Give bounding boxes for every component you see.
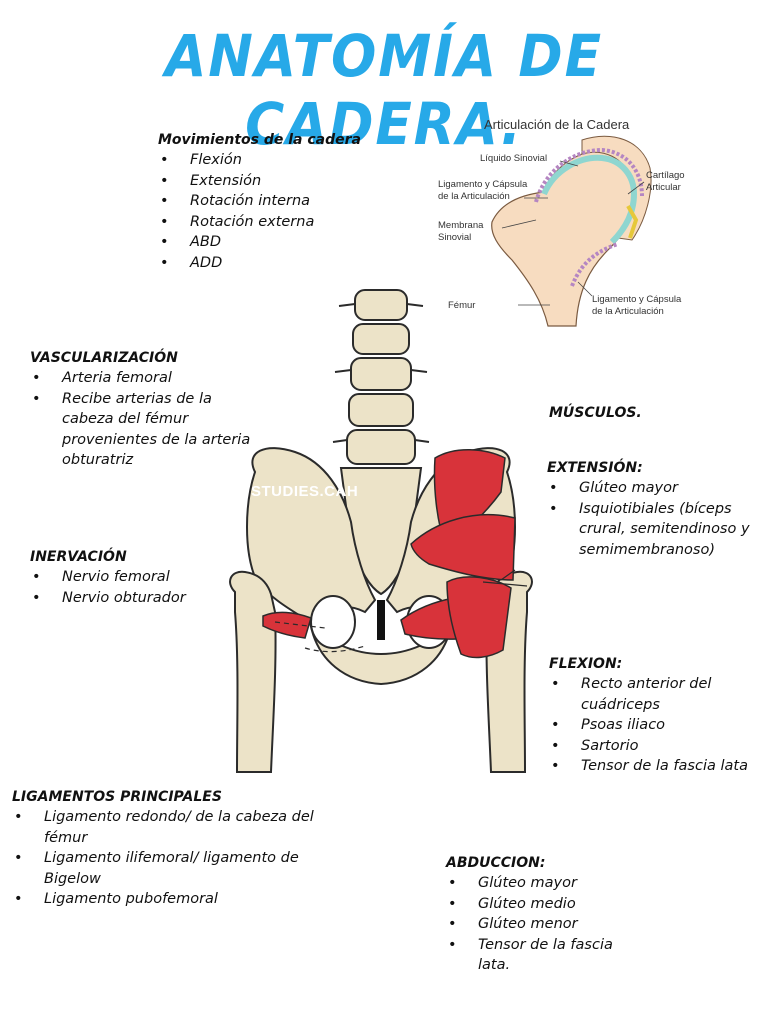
lumbar-spine <box>332 289 430 596</box>
list-item: Glúteo menor <box>446 914 626 935</box>
watermark: STUDIES.CAH <box>251 483 358 500</box>
flexion-list: Recto anterior del cuádriceps Psoas ilia… <box>549 674 761 777</box>
vascularizacion-section: VASCULARIZACIÓN Arteria femoral Recibe a… <box>30 350 252 471</box>
list-item: Nervio obturador <box>30 588 230 609</box>
capsule-lower <box>570 242 619 287</box>
flexion-section: FLEXION: Recto anterior del cuádriceps P… <box>549 656 761 777</box>
label-ligamento-2: de la Articulación <box>438 191 510 202</box>
cartilage-band <box>541 154 638 245</box>
list-item: Isquiotibiales (bíceps crural, semitendi… <box>547 499 757 561</box>
list-item: Glúteo medio <box>446 894 626 915</box>
movimientos-section: Movimientos de la cadera Flexión Extensi… <box>158 132 388 273</box>
list-item: Recto anterior del cuádriceps <box>549 674 761 715</box>
flexion-heading: FLEXION: <box>549 656 623 672</box>
movimientos-heading: Movimientos de la cadera <box>158 132 361 148</box>
label-femur: Fémur <box>448 300 475 311</box>
label-membrana-2: Sinovial <box>438 232 471 243</box>
list-item: Sartorio <box>549 736 761 757</box>
abduccion-list: Glúteo mayor Glúteo medio Glúteo menor T… <box>446 873 626 976</box>
label-liquido: Líquido Sinovial <box>480 153 547 164</box>
list-item: Recibe arterias de la cabeza del fémur p… <box>30 389 252 471</box>
list-item: Ligamento ilifemoral/ ligamento de Bigel… <box>12 848 317 889</box>
label-ligamento2-2: de la Articulación <box>592 306 664 317</box>
list-item: Rotación externa <box>158 212 388 233</box>
ligamentos-section: LIGAMENTOS PRINCIPALES Ligamento redondo… <box>12 789 317 910</box>
hip-joint-diagram: Articulación de la Cadera Líquido Sinovi… <box>438 117 685 327</box>
abduccion-section: ABDUCCION: Glúteo mayor Glúteo medio Glú… <box>446 855 626 976</box>
left-femur <box>229 570 277 773</box>
vascularizacion-heading: VASCULARIZACIÓN <box>30 350 178 366</box>
inervacion-list: Nervio femoral Nervio obturador <box>30 567 230 608</box>
ligamentos-heading: LIGAMENTOS PRINCIPALES <box>12 789 222 805</box>
list-item: ABD <box>158 232 388 253</box>
vascularizacion-list: Arteria femoral Recibe arterias de la ca… <box>30 368 252 471</box>
movimientos-list: Flexión Extensión Rotación interna Rotac… <box>158 150 388 273</box>
ligamentos-list: Ligamento redondo/ de la cabeza del fému… <box>12 807 317 910</box>
leader-lines <box>501 160 645 306</box>
synovial-membrane <box>534 147 644 203</box>
list-item: Flexión <box>158 150 388 171</box>
list-item: Rotación interna <box>158 191 388 212</box>
list-item: Tensor de la fascia lata <box>549 756 761 777</box>
muscles <box>262 449 516 659</box>
label-ligamento2-1: Ligamento y Cápsula <box>592 294 682 305</box>
list-item: Psoas iliaco <box>549 715 761 736</box>
label-membrana-1: Membrana <box>438 220 484 231</box>
extension-heading: EXTENSIÓN: <box>547 460 643 476</box>
pubic-symphysis <box>377 600 385 640</box>
inervacion-section: INERVACIÓN Nervio femoral Nervio obturad… <box>30 549 230 608</box>
page-title: Anatomía de cadera. <box>165 22 603 158</box>
label-cartilago-1: Cartílago <box>646 170 685 181</box>
list-item: Glúteo mayor <box>547 478 757 499</box>
list-item: Glúteo mayor <box>446 873 626 894</box>
abduccion-heading: ABDUCCION: <box>446 855 546 871</box>
label-ligamento-1: Ligamento y Cápsula <box>438 179 528 190</box>
inervacion-heading: INERVACIÓN <box>30 549 127 565</box>
extension-section: EXTENSIÓN: Glúteo mayor Isquiotibiales (… <box>547 460 757 560</box>
label-cartilago-2: Articular <box>646 182 681 193</box>
list-item: Ligamento pubofemoral <box>12 889 317 910</box>
yellow-cartilage <box>626 205 639 239</box>
list-item: Extensión <box>158 171 388 192</box>
musculos-heading: MÚSCULOS. <box>549 405 642 421</box>
extension-list: Glúteo mayor Isquiotibiales (bíceps crur… <box>547 478 757 560</box>
ligament-lines <box>274 569 528 653</box>
list-item: Ligamento redondo/ de la cabeza del fému… <box>12 807 317 848</box>
pelvis-illustration: STUDIES.CAH <box>229 289 533 773</box>
list-item: Tensor de la fascia lata. <box>446 935 626 976</box>
diagram-title: Articulación de la Cadera <box>484 117 630 132</box>
list-item: Arteria femoral <box>30 368 252 389</box>
list-item: ADD <box>158 253 388 274</box>
list-item: Nervio femoral <box>30 567 230 588</box>
